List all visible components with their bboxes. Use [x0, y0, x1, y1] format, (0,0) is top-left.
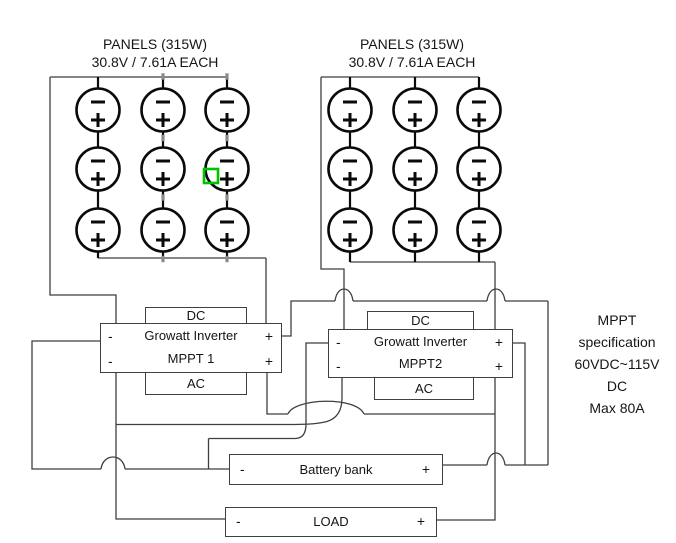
connector-stub	[161, 194, 165, 201]
pv-module-symbol	[392, 87, 438, 133]
inverter1-ac-label: AC	[186, 376, 206, 391]
left-array-positive-wire	[98, 257, 267, 323]
inverter1-ac-box: AC	[145, 372, 247, 395]
inverter1-dc-label: DC	[186, 308, 206, 323]
pv-modules-layer	[75, 77, 502, 262]
right-array-title-line1: PANELS (315W)	[360, 36, 464, 52]
right-array-negative-wire	[320, 77, 345, 329]
wire-hop-4	[486, 452, 506, 466]
pv-module-symbol	[392, 146, 438, 192]
battery-plus-terminal: +	[421, 461, 430, 477]
inverter1-box: - - + + Growatt Inverter MPPT 1	[100, 323, 282, 373]
connector-stub	[161, 134, 165, 142]
pv-module-symbol	[392, 207, 438, 253]
connector-stub	[161, 255, 165, 263]
inverter1-acplus-wire-a	[266, 373, 288, 415]
inverter2-box: - - + + Growatt Inverter MPPT2	[328, 329, 513, 378]
mppt-spec-line1: MPPT	[597, 312, 637, 328]
connector-stub	[225, 73, 229, 80]
wire-hop-2	[334, 288, 354, 302]
right-array-title-line2: 30.8V / 7.61A EACH	[348, 54, 476, 70]
wire-hop-3	[486, 288, 506, 302]
inverter2-ac-box: AC	[374, 377, 474, 400]
pv-module-symbol	[327, 207, 373, 253]
pv-module-symbol	[75, 207, 121, 253]
pv-module-symbol	[327, 87, 373, 133]
inverter2-ac-minus-terminal: -	[336, 358, 341, 374]
wire-hop-1	[100, 456, 126, 470]
pv-module-symbol	[75, 87, 121, 133]
panel-frame-lines	[49, 76, 496, 329]
inverter1-name: Growatt Inverter	[144, 328, 238, 343]
inverter1-dcplus-wire-c	[505, 300, 549, 465]
mppt-spec-line3: 60VDC~115V	[574, 356, 660, 372]
pv-module-symbol	[456, 207, 502, 253]
right-array-positive-wire	[350, 261, 496, 329]
connector-stub	[225, 255, 229, 263]
inverter1-dcminus-wire	[31, 340, 101, 470]
mppt-spec-line2: specification	[578, 334, 656, 350]
inverter2-dc-plus-terminal: +	[494, 334, 503, 350]
inverter1-dcplus-wire-a	[282, 300, 335, 337]
load-box: - + LOAD	[225, 507, 437, 537]
pv-module-symbol	[456, 87, 502, 133]
inverter1-ac-minus-terminal: -	[108, 353, 113, 369]
pv-module-symbol	[140, 207, 186, 253]
connector-stub	[225, 194, 229, 201]
connector-stub	[225, 134, 229, 142]
inverter2-acplus-wire	[437, 378, 496, 521]
inverter1-ac-plus-terminal: +	[264, 353, 273, 369]
green-highlight-square	[202, 167, 220, 185]
connector-stub	[161, 73, 165, 80]
pv-module-symbol	[140, 87, 186, 133]
battery-minus-terminal: -	[240, 461, 245, 477]
pv-module-symbol	[456, 146, 502, 192]
wire-hop-5	[287, 400, 365, 415]
mppt-spec-note: MPPT specification 60VDC~115V DC Max 80A	[547, 309, 676, 419]
pv-module-symbol	[204, 207, 250, 253]
negative-junction-wire	[207, 437, 295, 469]
battery-label: Battery bank	[299, 462, 373, 477]
inverter2-dc-minus-terminal: -	[336, 334, 341, 350]
circuit-wires	[31, 288, 549, 521]
left-array-title-line1: PANELS (315W)	[103, 36, 207, 52]
inverter2-mppt-label: MPPT2	[398, 356, 443, 371]
left-array-title-line2: 30.8V / 7.61A EACH	[91, 54, 219, 70]
inverter2-dc-box: DC	[367, 311, 474, 331]
inverter2-dcminus-wire	[294, 342, 328, 440]
inverter2-dc-label: DC	[411, 313, 430, 328]
inverter2-name: Growatt Inverter	[373, 334, 468, 349]
pv-module-symbol	[75, 146, 121, 192]
inverter2-acminus-wire	[116, 378, 343, 426]
right-array-title: PANELS (315W) 30.8V / 7.61A EACH	[292, 35, 532, 71]
pv-module-symbol	[140, 146, 186, 192]
inverter2-ac-label: AC	[414, 381, 434, 396]
battery-bank-box: - + Battery bank	[229, 454, 443, 485]
load-label: LOAD	[313, 514, 349, 529]
inverter2-ac-plus-terminal: +	[494, 358, 503, 374]
pv-module-symbol	[204, 87, 250, 133]
pv-module-symbol	[327, 146, 373, 192]
inverter1-acminus-wire	[115, 373, 225, 520]
inverter1-mppt-label: MPPT 1	[167, 351, 215, 366]
connector-stubs-layer	[161, 73, 229, 263]
inverter2-dcplus-wire	[513, 342, 526, 465]
inverter1-dc-minus-terminal: -	[108, 328, 113, 344]
load-minus-terminal: -	[236, 513, 241, 529]
load-plus-terminal: +	[416, 513, 425, 529]
inverter1-dc-plus-terminal: +	[264, 328, 273, 344]
mppt-spec-line4: DC	[606, 378, 628, 394]
mppt-spec-line5: Max 80A	[589, 400, 645, 416]
left-array-title: PANELS (315W) 30.8V / 7.61A EACH	[35, 35, 275, 71]
left-array-negative-wire	[49, 77, 117, 323]
